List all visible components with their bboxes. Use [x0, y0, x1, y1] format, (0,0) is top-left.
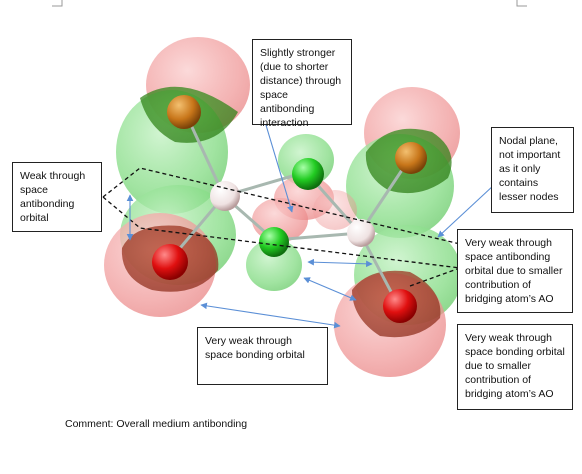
- red-atom-lower-right: [383, 289, 417, 323]
- nodal-plane-dashed-lines: [102, 167, 461, 287]
- comment-text: Comment: Overall medium antibonding: [65, 418, 248, 430]
- bridging-atom-upper-right: [395, 142, 427, 174]
- page-corner-mark: [52, 0, 63, 7]
- red-atom-lower-left: [152, 244, 188, 280]
- page-corner-mark: [516, 0, 527, 7]
- annotation-bottom-middle: Very weak through space bonding orbital: [197, 327, 328, 385]
- annotation-nodal-plane: Nodal plane, not important as it only co…: [491, 127, 574, 213]
- annotation-top: Slightly stronger (due to shorter distan…: [252, 39, 352, 129]
- white-atom-left: [210, 181, 240, 211]
- bridging-atom-upper-left: [167, 95, 201, 129]
- annotation-left: Weak through space antibonding orbital: [12, 162, 102, 232]
- white-atom-right: [347, 219, 375, 247]
- green-atom-upper: [292, 158, 324, 190]
- annotation-right-top: Very weak through space antibonding orbi…: [457, 229, 573, 313]
- annotation-right-bottom: Very weak through space bonding orbital …: [457, 324, 573, 410]
- orbital-lobes-lower-right: [334, 225, 462, 377]
- green-atom-lower: [259, 227, 289, 257]
